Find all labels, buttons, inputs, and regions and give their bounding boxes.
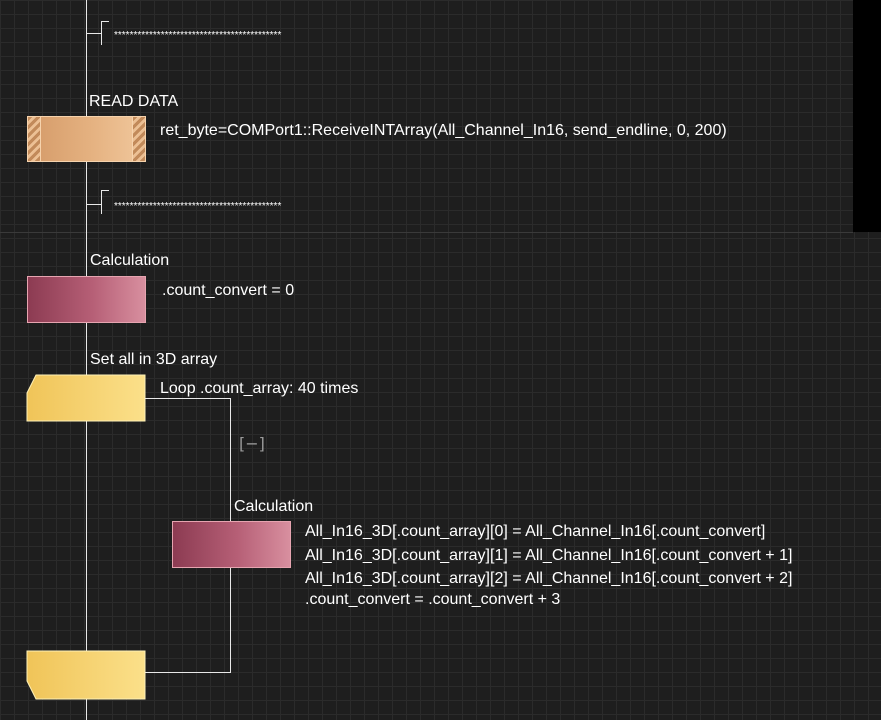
loop-start-block[interactable] <box>26 374 146 422</box>
read-data-code[interactable]: ret_byte=COMPort1::ReceiveINTArray(All_C… <box>160 122 727 139</box>
calculation-block[interactable] <box>172 521 291 568</box>
comment-text[interactable]: ****************************************… <box>114 30 282 41</box>
calculation-title[interactable]: Calculation <box>90 252 170 269</box>
comment-connector <box>86 33 101 34</box>
loop-label[interactable]: Loop .count_array: 40 times <box>160 380 359 397</box>
comment-text[interactable]: ****************************************… <box>114 201 282 212</box>
comment-connector <box>86 204 101 205</box>
loop-top-connector <box>145 398 231 399</box>
calculation-code-line[interactable]: All_In16_3D[.count_array][0] = All_Chann… <box>305 523 766 540</box>
calculation-code-line[interactable]: All_In16_3D[.count_array][1] = All_Chann… <box>305 547 793 564</box>
calculation-title[interactable]: Calculation <box>234 498 314 515</box>
io-hatch-right <box>132 117 145 161</box>
loop-bottom-connector <box>145 672 231 673</box>
collapse-icon[interactable]: [−] <box>239 434 265 453</box>
dark-side-panel <box>853 0 881 232</box>
comment-bracket-vertical <box>101 190 102 214</box>
loop-title[interactable]: Set all in 3D array <box>90 351 218 368</box>
loop-end-block[interactable] <box>26 650 146 700</box>
io-hatch-left <box>28 117 41 161</box>
calculation-block[interactable] <box>27 276 146 323</box>
calculation-code-line[interactable]: All_In16_3D[.count_array][2] = All_Chann… <box>305 570 793 587</box>
read-data-title[interactable]: READ DATA <box>89 93 179 110</box>
read-data-block[interactable] <box>27 116 146 162</box>
comment-bracket-top <box>101 21 109 22</box>
comment-bracket-top <box>101 190 109 191</box>
canvas-seam <box>0 232 853 233</box>
calculation-code-line[interactable]: .count_convert = .count_convert + 3 <box>305 591 561 608</box>
main-flow-line <box>86 0 87 720</box>
calculation-code[interactable]: .count_convert = 0 <box>162 282 295 299</box>
comment-bracket-vertical <box>101 21 102 45</box>
